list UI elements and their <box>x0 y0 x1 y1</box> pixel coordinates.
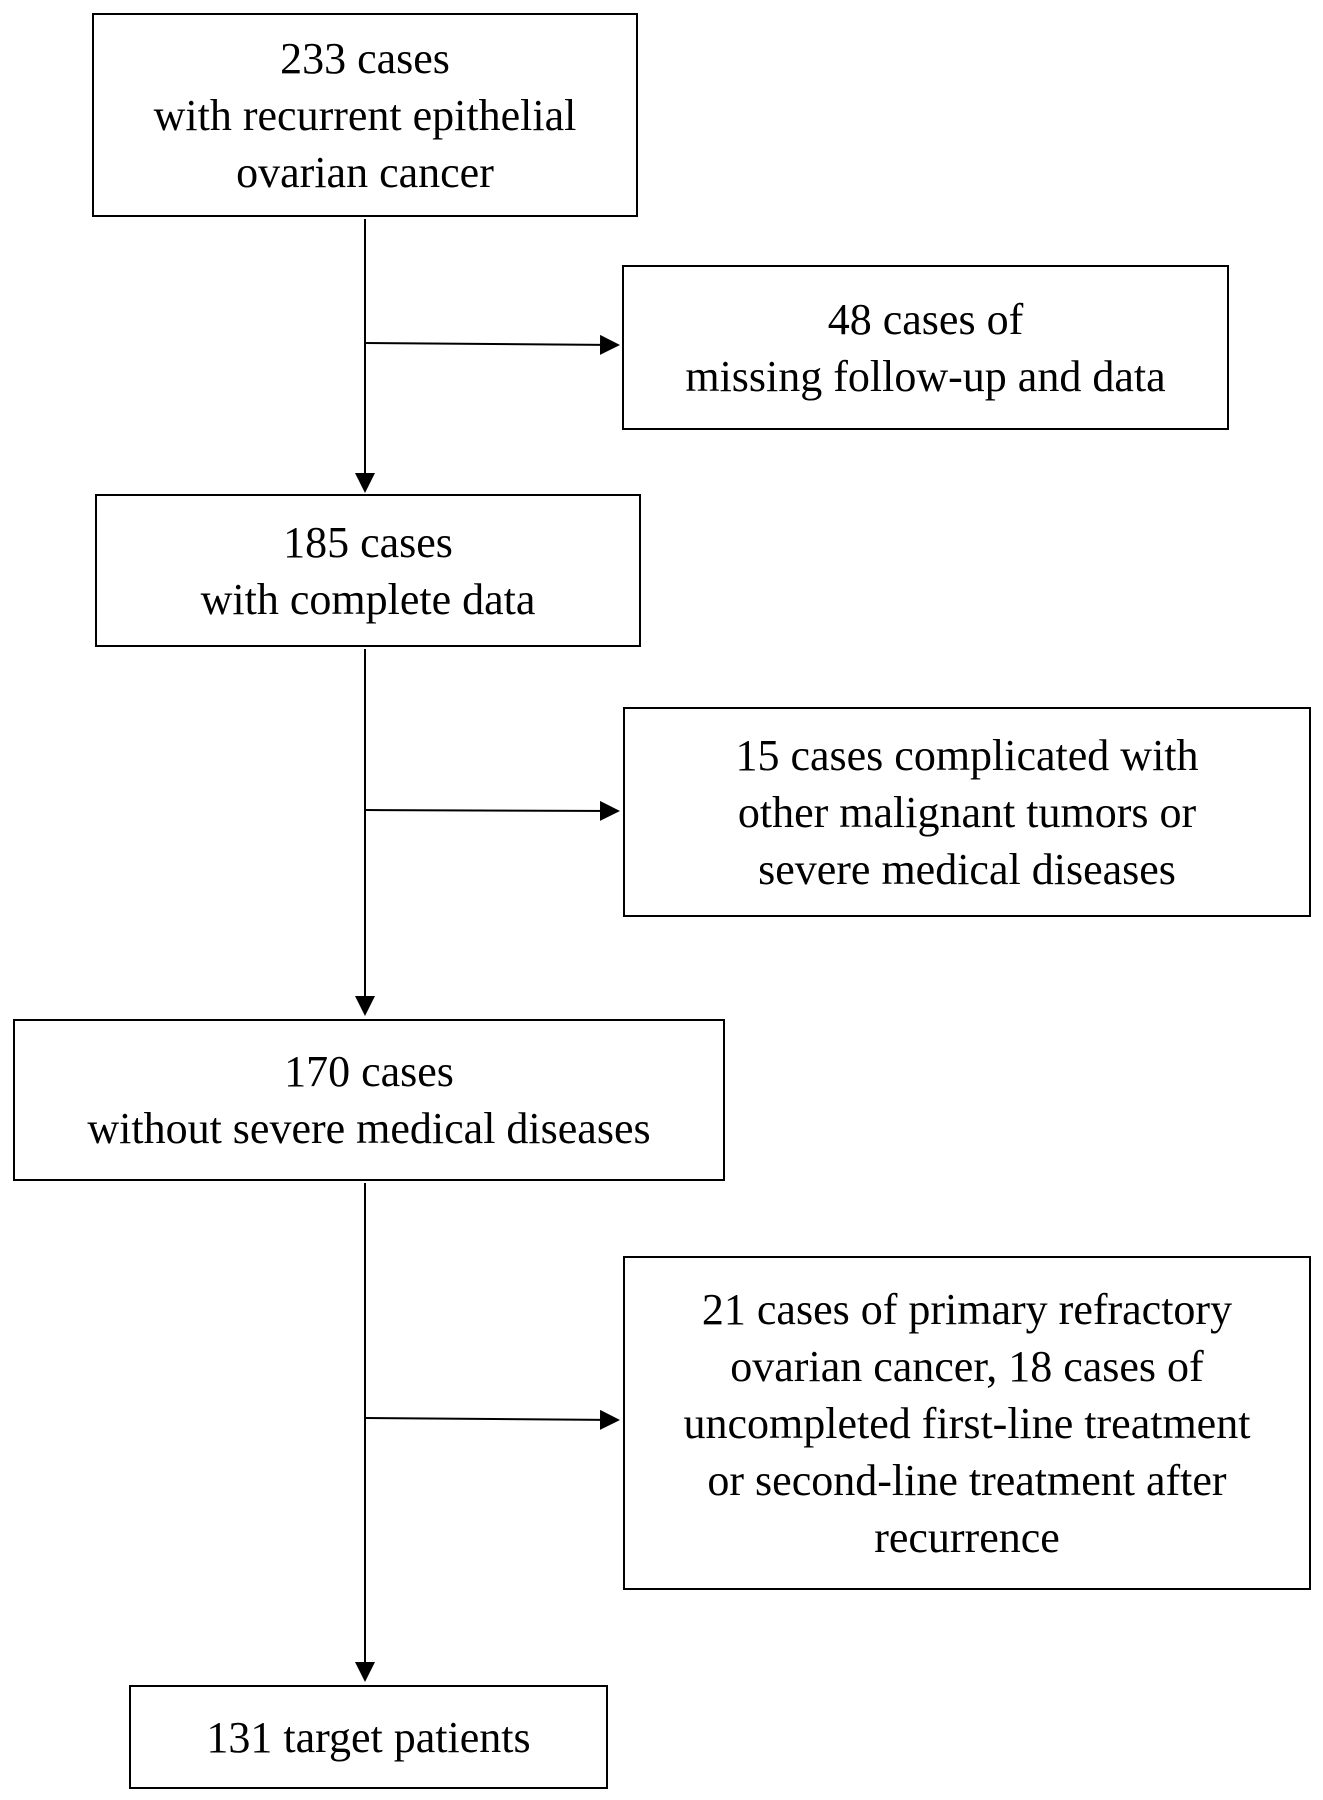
exclusion-line: severe medical diseases <box>758 844 1176 894</box>
exclusion-line: recurrence <box>874 1512 1060 1562</box>
no-severe-disease-line: without severe medical diseases <box>87 1104 651 1153</box>
complete-data-box: 185 cases with complete data <box>95 494 641 647</box>
start-population-line: ovarian cancer <box>236 147 494 197</box>
exclusion-arrow-3 <box>364 1409 620 1430</box>
start-population-line: 233 cases <box>280 33 450 83</box>
start-population-line: with recurrent epithelial <box>153 90 577 140</box>
final-cohort-line: 131 target patients <box>206 1712 531 1762</box>
exclusion-line: ovarian cancer, 18 cases of <box>730 1341 1204 1391</box>
exclusion-line: missing follow-up and data <box>685 351 1166 401</box>
exclusion-line: 21 cases of primary refractory <box>701 1284 1233 1334</box>
final-cohort-box: 131 target patients <box>129 1685 608 1789</box>
exclusion-arrow-1 <box>364 334 620 355</box>
exclusion-box-treatment: 21 cases of primary refractory ovarian c… <box>623 1256 1311 1590</box>
no-severe-disease-line: 170 cases <box>284 1047 454 1096</box>
complete-data-line: 185 cases <box>283 517 453 567</box>
no-severe-disease-box: 170 cases without severe medical disease… <box>13 1019 725 1181</box>
exclusion-arrow-2 <box>364 800 620 821</box>
exclusion-line: or second-line treatment after <box>707 1455 1227 1505</box>
exclusion-box-missing-data: 48 cases of missing follow-up and data <box>622 265 1229 430</box>
exclusion-line: 15 cases complicated with <box>735 730 1199 780</box>
exclusion-line: 48 cases of <box>827 294 1024 344</box>
complete-data-line: with complete data <box>200 574 536 624</box>
start-population-box: 233 cases with recurrent epithelial ovar… <box>92 13 638 217</box>
exclusion-line: uncompleted first-line treatment <box>683 1398 1251 1448</box>
exclusion-box-comorbidities: 15 cases complicated with other malignan… <box>623 707 1311 917</box>
exclusion-line: other malignant tumors or <box>737 787 1197 837</box>
